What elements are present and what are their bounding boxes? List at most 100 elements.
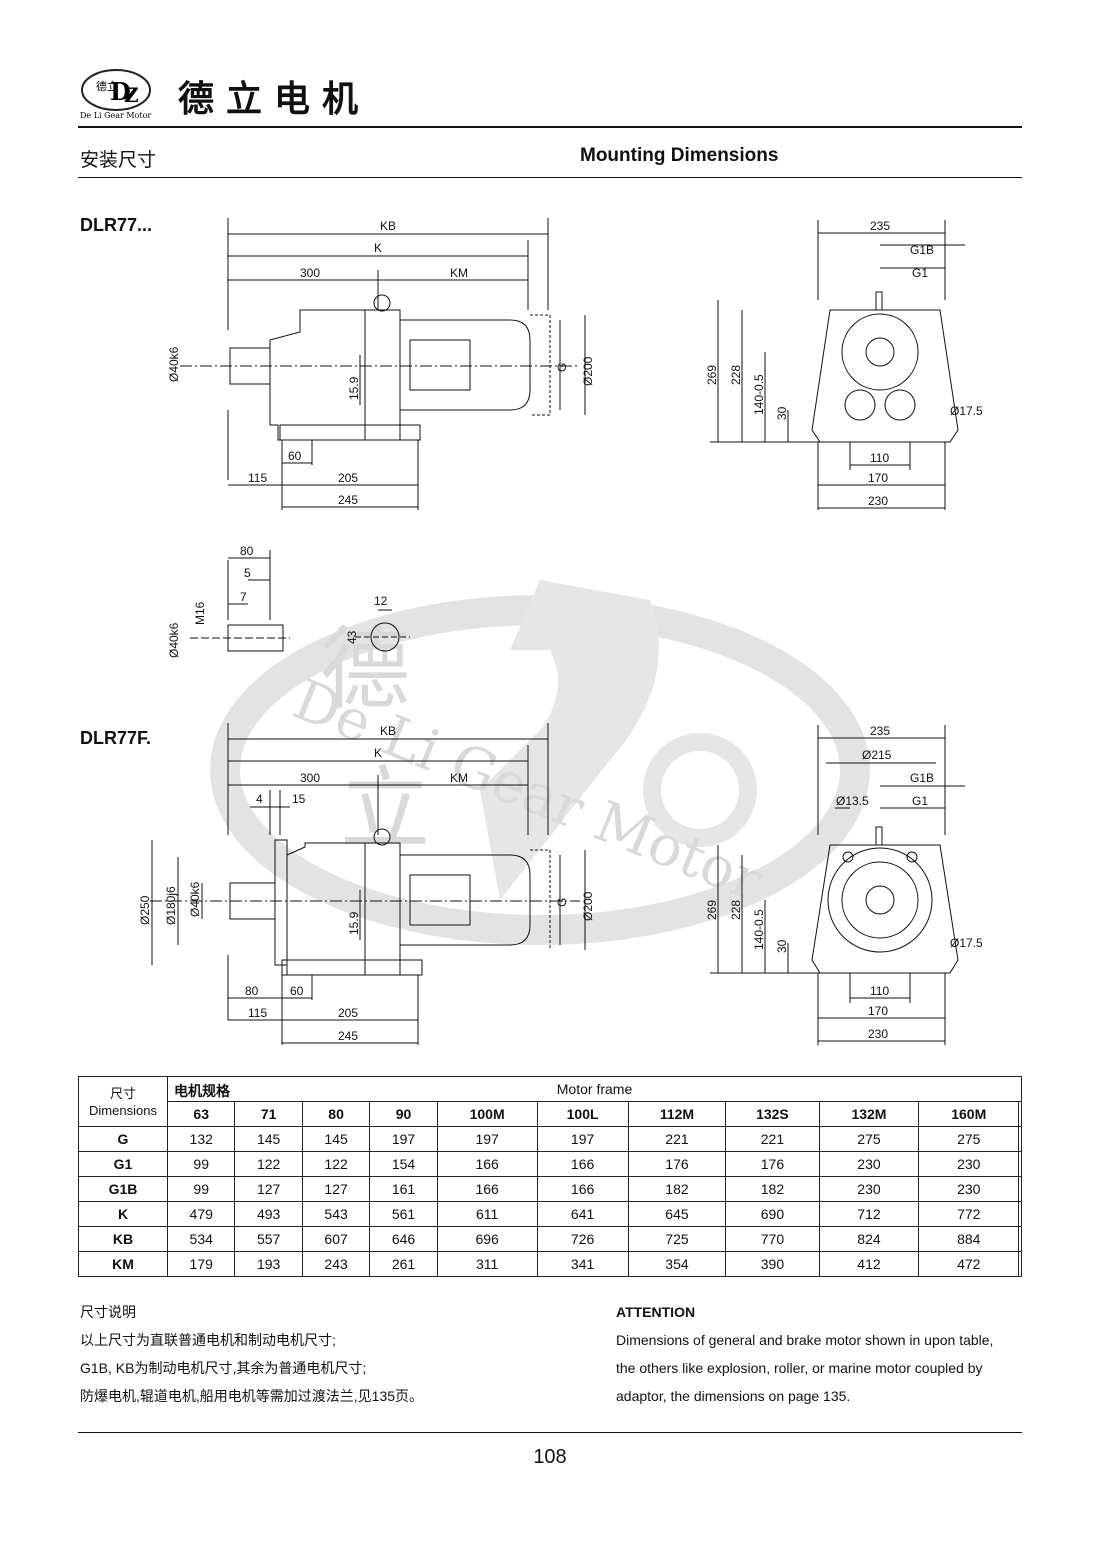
dim-60: 60 <box>288 449 302 463</box>
frame-header: 63 <box>166 1101 236 1127</box>
table-cell: 127 <box>234 1176 303 1202</box>
frame-header-empty <box>1018 1101 1022 1127</box>
dim-km: KM <box>450 266 468 280</box>
table-cell: 641 <box>536 1201 629 1227</box>
dim-80: 80 <box>245 984 259 998</box>
section-title-cn: 安装尺寸 <box>80 150 157 171</box>
dim-g: G <box>555 363 569 372</box>
table-cell: 99 <box>166 1151 236 1177</box>
table-cell: 132 <box>166 1126 236 1152</box>
svg-text:D: D <box>110 77 131 106</box>
dim-g1: G1 <box>912 266 928 280</box>
frame-header: 100L <box>536 1101 629 1127</box>
table-cell: 99 <box>166 1176 236 1202</box>
table-cell: 193 <box>234 1251 303 1277</box>
table-cell: 154 <box>369 1151 438 1177</box>
dim-g1b: G1B <box>910 243 934 257</box>
corner-en: Dimensions <box>89 1102 157 1118</box>
row-label: KB <box>78 1226 168 1252</box>
brand-name: 德立电机 <box>178 78 371 120</box>
frame-header: 132S <box>725 1101 820 1127</box>
frame-header: 132M <box>818 1101 920 1127</box>
table-cell: 176 <box>725 1151 820 1177</box>
row-label: G1B <box>78 1176 168 1202</box>
watermark-cn1: 德 <box>320 617 410 722</box>
table-cell: 390 <box>725 1251 820 1277</box>
table-cell: 311 <box>436 1251 538 1277</box>
table-cell: 182 <box>725 1176 820 1202</box>
watermark: 德 立 De Li Gear Motor <box>210 580 870 945</box>
table-cell: 696 <box>436 1226 538 1252</box>
notes-cn-line1: 以上尺寸为直联普通电机和制动电机尺寸; <box>80 1332 336 1348</box>
dim-shaft: Ø40k6 <box>167 346 181 382</box>
dim-g: G <box>555 898 569 907</box>
dim-g1: G1 <box>912 794 928 808</box>
shaft-dim-7: 7 <box>240 590 247 604</box>
dim-170: 170 <box>868 1004 888 1018</box>
dim-228: 228 <box>729 900 743 920</box>
shaft-dim-dia: Ø40k6 <box>167 622 181 658</box>
table-cell: 166 <box>436 1176 538 1202</box>
table-cell: 645 <box>627 1201 727 1227</box>
frame-header: 100M <box>436 1101 538 1127</box>
dim-200: Ø200 <box>581 356 595 386</box>
row-label: KM <box>78 1251 168 1277</box>
table-cell: 243 <box>301 1251 371 1277</box>
dim-15: 15 <box>292 792 306 806</box>
dim-kb: KB <box>380 724 396 738</box>
table-cell-empty <box>1018 1251 1022 1277</box>
table-cell: 824 <box>818 1226 920 1252</box>
frame-cn: 电机规格 <box>174 1083 230 1099</box>
frame-header: 80 <box>301 1101 371 1127</box>
table-cell-empty <box>1018 1226 1022 1252</box>
dim-300: 300 <box>300 771 320 785</box>
frame-en: Motor frame <box>556 1081 633 1097</box>
notes-cn-line2: G1B, KB为制动电机尺寸,其余为普通电机尺寸; <box>80 1360 367 1376</box>
shaft-dim-m16: M16 <box>193 601 207 625</box>
table-cell: 230 <box>818 1151 920 1177</box>
dim-230: 230 <box>868 494 888 508</box>
dim-15-9: 15.9 <box>347 376 361 400</box>
table-corner: 尺寸 Dimensions <box>78 1076 168 1127</box>
section-rule <box>78 177 1022 178</box>
table-cell: 341 <box>536 1251 629 1277</box>
dim-kb: KB <box>380 219 396 233</box>
dim-30: 30 <box>775 939 789 953</box>
table-cell: 275 <box>918 1126 1020 1152</box>
table-cell: 197 <box>436 1126 538 1152</box>
logo-text-cn: 德立 <box>96 79 118 93</box>
corner-cn: 尺寸 <box>109 1085 136 1101</box>
table-cell: 176 <box>627 1151 727 1177</box>
table-cell: 884 <box>918 1226 1020 1252</box>
notes-cn: 尺寸说明 以上尺寸为直联普通电机和制动电机尺寸; G1B, KB为制动电机尺寸,… <box>80 1298 423 1410</box>
dim-k: K <box>374 241 382 255</box>
drawing-dlr77-side: KB K 300 KM Ø40k6 15.9 G Ø200 60 115 205… <box>167 218 595 510</box>
dim-200: Ø200 <box>581 891 595 921</box>
dim-235: 235 <box>870 219 890 233</box>
dim-170: 170 <box>868 471 888 485</box>
shaft-dim-43: 43 <box>345 630 359 644</box>
table-cell: 543 <box>301 1201 371 1227</box>
frame-header: 112M <box>627 1101 727 1127</box>
table-cell-empty <box>1018 1176 1022 1202</box>
table-cell-empty <box>1018 1151 1022 1177</box>
dim-17-5: Ø17.5 <box>950 404 983 418</box>
dim-245: 245 <box>338 493 358 507</box>
notes-en-line2: the others like explosion, roller, or ma… <box>616 1360 983 1376</box>
table-cell: 179 <box>166 1251 236 1277</box>
table-cell: 534 <box>166 1226 236 1252</box>
table-cell: 690 <box>725 1201 820 1227</box>
dim-235: 235 <box>870 724 890 738</box>
model-label-dlr77: DLR77... <box>80 215 153 235</box>
frame-header: 90 <box>369 1101 438 1127</box>
dim-269: 269 <box>705 900 719 920</box>
table-cell: 412 <box>818 1251 920 1277</box>
table-cell: 221 <box>627 1126 727 1152</box>
svg-text:Z: Z <box>124 83 139 107</box>
notes-en-line1: Dimensions of general and brake motor sh… <box>616 1332 994 1348</box>
table-cell: 493 <box>234 1201 303 1227</box>
